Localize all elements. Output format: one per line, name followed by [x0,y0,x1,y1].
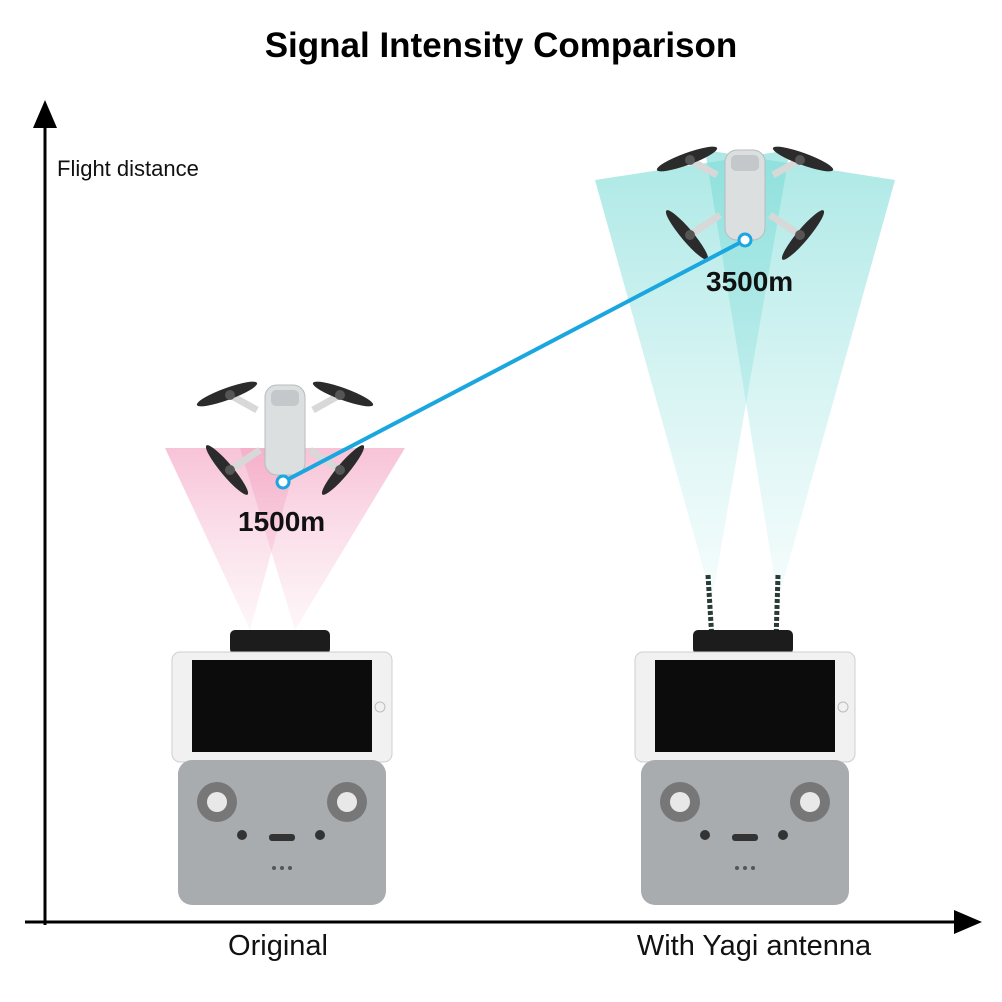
original-signal-beam [165,448,405,630]
distance-label-original: 1500m [238,506,326,537]
yagi-antenna-icon [705,574,781,641]
x-axis-arrow-icon [954,910,982,934]
remote-controller-yagi [634,629,856,906]
y-axis-arrow-icon [33,100,57,128]
x-label-yagi: With Yagi antenna [636,930,872,962]
remote-controller-original [171,629,393,906]
x-label-original: Original [228,930,328,962]
chart-title: Signal Intensity Comparison [264,26,738,65]
yagi-signal-beam [595,150,895,600]
distance-label-yagi: 3500m [706,266,794,297]
y-axis-label: Flight distance [57,156,199,181]
signal-link-line [282,238,746,484]
link-point-yagi [737,232,753,248]
link-point-original [275,474,291,490]
